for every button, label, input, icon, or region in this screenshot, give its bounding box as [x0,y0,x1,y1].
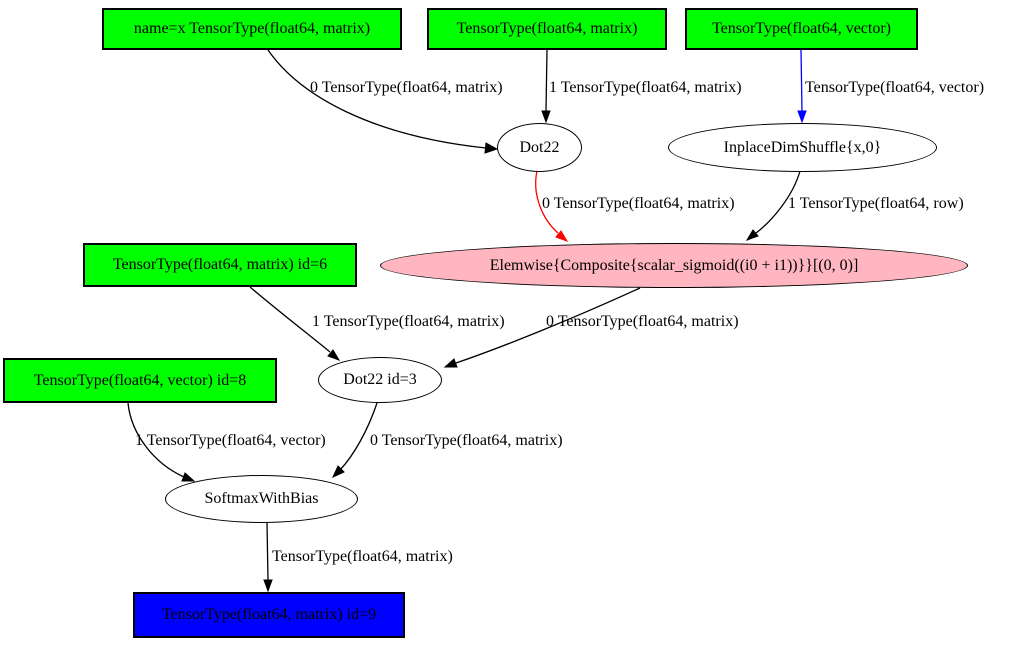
edge-matrix-to-dot22 [545,49,548,112]
node-elemwise-sigmoid-label: Elemwise{Composite{scalar_sigmoid((i0 + … [489,256,859,274]
node-inplace-dimshuffle-label: InplaceDimShuffle{x,0} [723,138,882,156]
node-input-id8-label: TensorType(float64, vector) id=8 [33,371,247,389]
edge-softmax-to-output [266,522,269,581]
edge-label-matrix-to-dot22: 1 TensorType(float64, matrix) [549,79,742,96]
node-elemwise-sigmoid: Elemwise{Composite{scalar_sigmoid((i0 + … [380,243,968,288]
edge-id8-to-softmax [127,402,185,478]
edge-label-id8-to-softmax: 1 TensorType(float64, vector) [135,432,326,449]
node-input-matrix-label: TensorType(float64, matrix) [456,20,638,37]
node-dot22: Dot22 [497,123,582,172]
edge-label-dot3-to-softmax: 0 TensorType(float64, matrix) [370,432,563,449]
edge-label-dimshuffle-to-elemwise: 1 TensorType(float64, row) [788,195,964,212]
node-output-id9: TensorType(float64, matrix) id=9 [133,592,405,638]
node-input-id6: TensorType(float64, matrix) id=6 [83,243,357,287]
node-input-x-label: name=x TensorType(float64, matrix) [133,20,371,37]
arrowhead-dot22-to-elemwise [555,230,569,242]
node-input-id6-label: TensorType(float64, matrix) id=6 [112,256,328,273]
edge-label-x-to-dot22: 0 TensorType(float64, matrix) [310,79,503,96]
arrowhead-dimshuffle-to-elemwise [745,229,759,241]
node-output-id9-label: TensorType(float64, matrix) id=9 [161,606,377,623]
node-dot22-label: Dot22 [519,138,560,156]
arrowhead-x-to-dot22 [484,142,499,154]
edge-label-id6-to-dot3: 1 TensorType(float64, matrix) [312,313,505,330]
edge-x-to-dot22 [267,49,487,149]
node-input-vector: TensorType(float64, vector) [685,8,918,50]
node-softmax-with-bias: SoftmaxWithBias [165,475,358,523]
node-inplace-dimshuffle: InplaceDimShuffle{x,0} [668,123,937,172]
arrowhead-dot3-to-softmax [331,465,345,479]
edge-label-elemwise-to-dot3: 0 TensorType(float64, matrix) [546,313,739,330]
node-dot22-id3-label: Dot22 id=3 [343,371,417,388]
edge-label-vector-to-dimshuffle: TensorType(float64, vector) [805,79,985,96]
arrowhead-matrix-to-dot22 [541,110,551,124]
arrowhead-elemwise-to-dot3 [443,358,458,368]
node-input-x: name=x TensorType(float64, matrix) [102,8,402,50]
node-input-id8: TensorType(float64, vector) id=8 [3,358,277,403]
node-softmax-with-bias-label: SoftmaxWithBias [204,490,319,507]
node-input-vector-label: TensorType(float64, vector) [711,20,892,37]
edge-dot22-to-elemwise [535,170,559,234]
arrowhead-vector-to-dimshuffle [797,110,807,124]
arrowhead-softmax-to-output [263,579,273,593]
edge-id6-to-dot3 [249,286,331,353]
edge-elemwise-to-dot3 [455,287,641,364]
arrowhead-id6-to-dot3 [327,349,341,361]
node-input-matrix: TensorType(float64, matrix) [427,8,667,50]
arrowhead-id8-to-softmax [181,472,196,482]
edge-vector-to-dimshuffle [800,49,803,112]
edge-label-softmax-to-output: TensorType(float64, matrix) [272,548,453,565]
edge-dimshuffle-to-elemwise [755,170,801,234]
edge-label-dot22-to-elemwise: 0 TensorType(float64, matrix) [542,195,735,212]
edge-dot3-to-softmax [339,402,378,471]
node-dot22-id3: Dot22 id=3 [318,357,442,403]
